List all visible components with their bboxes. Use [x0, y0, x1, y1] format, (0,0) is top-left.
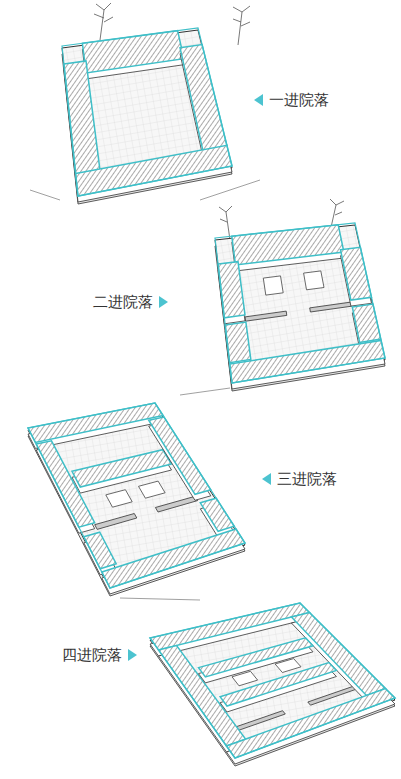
pointer-triangle — [128, 649, 137, 661]
flower-bed — [106, 490, 132, 508]
tree — [233, 6, 250, 45]
tree — [219, 206, 232, 240]
compound-outline — [28, 403, 245, 588]
courtyard-ground — [215, 225, 385, 385]
tiled-roof — [28, 403, 163, 442]
tiled-roof — [36, 441, 94, 527]
tree — [94, 3, 113, 40]
courtyard-label: 四进院落 — [61, 646, 123, 664]
tiled-roof — [84, 532, 116, 569]
pointer-triangle — [262, 473, 271, 485]
courtyard-wall — [245, 311, 287, 321]
courtyard-wall — [155, 496, 197, 512]
tiled-roof — [220, 663, 336, 706]
compound-outline — [62, 28, 232, 196]
courtyard-sketch — [150, 603, 395, 766]
courtyard-ground — [150, 605, 395, 760]
courtyard-sketch — [62, 28, 232, 204]
courtyard-sketch — [28, 403, 245, 596]
pointer-triangles — [128, 94, 271, 661]
tiled-roof — [200, 498, 234, 531]
flower-bed — [304, 271, 324, 290]
tiled-roof — [352, 304, 381, 342]
courtyard-wall — [310, 302, 352, 312]
tiled-roof — [149, 417, 211, 494]
courtyard-label: 三进院落 — [276, 470, 338, 488]
compound-outline — [150, 603, 395, 758]
tiled-roof — [227, 689, 396, 759]
flower-bed — [263, 276, 283, 295]
pointer-triangle — [254, 94, 263, 106]
tiled-roof — [199, 638, 314, 677]
courtyard-wall — [95, 514, 137, 530]
tiled-roof — [102, 529, 245, 588]
courtyard-label: 二进院落 — [92, 293, 154, 311]
tiled-roof — [180, 45, 227, 152]
pointer-triangle — [159, 296, 168, 308]
flower-bed — [139, 481, 166, 498]
tiled-roof — [72, 450, 172, 487]
compound-outline — [215, 223, 385, 383]
courtyard-label: 一进院落 — [268, 91, 330, 109]
courtyard-sketch — [215, 223, 385, 391]
tiled-roof — [218, 262, 245, 318]
tiled-roof — [232, 225, 344, 265]
